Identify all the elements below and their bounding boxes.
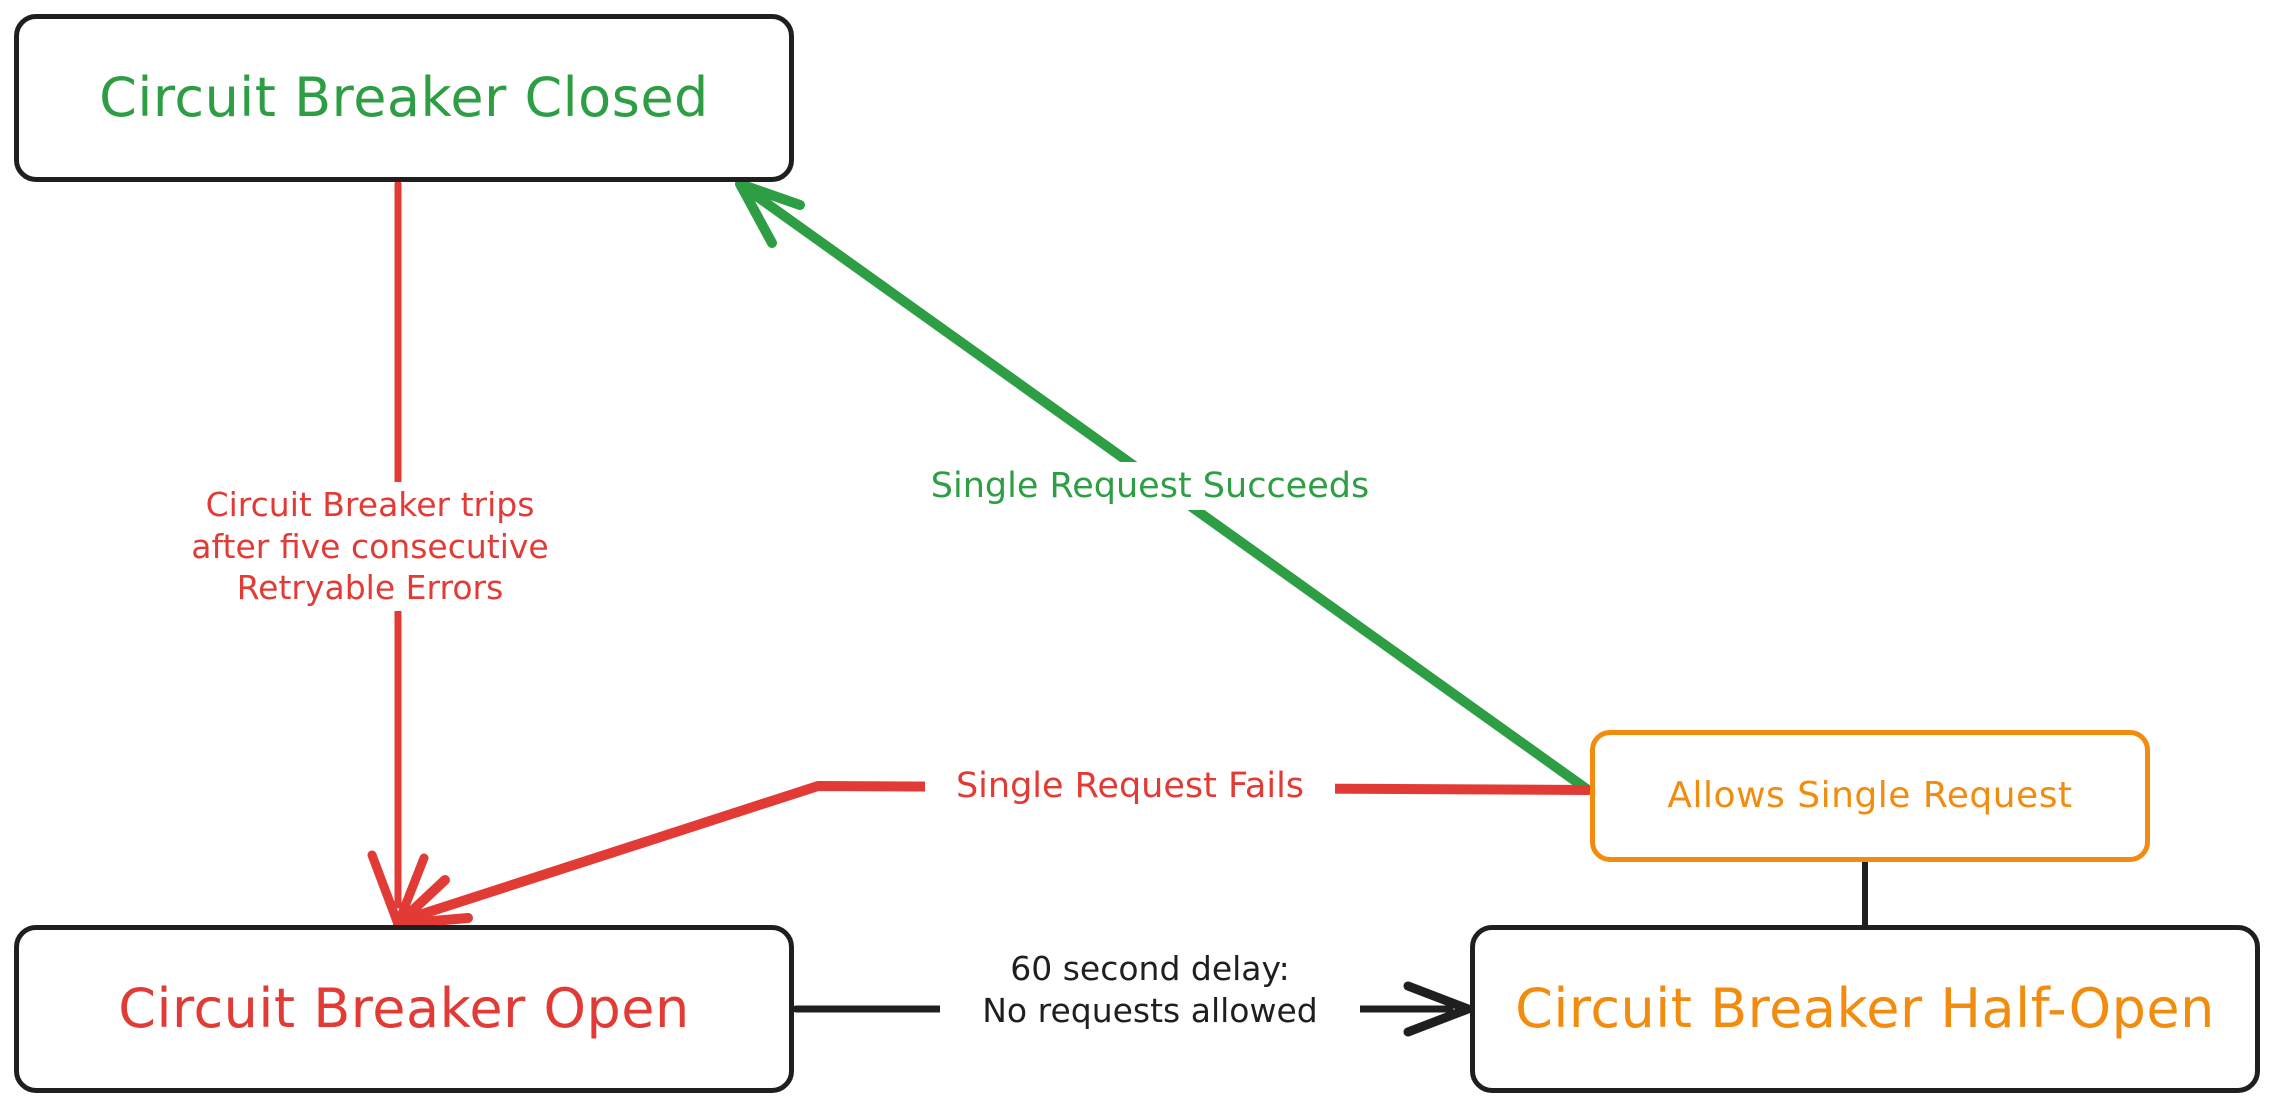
- edge-label-single-request-succeeds: Single Request Succeeds: [900, 462, 1400, 511]
- edge-label-trips: Circuit Breaker trips after five consecu…: [160, 482, 580, 611]
- node-circuit-breaker-closed-label: Circuit Breaker Closed: [99, 66, 709, 130]
- node-circuit-breaker-open[interactable]: Circuit Breaker Open: [14, 925, 794, 1093]
- node-circuit-breaker-open-label: Circuit Breaker Open: [118, 977, 690, 1041]
- edge-label-60-second-delay: 60 second delay: No requests allowed: [940, 946, 1360, 1034]
- node-allows-single-request[interactable]: Allows Single Request: [1590, 730, 2150, 862]
- node-circuit-breaker-closed[interactable]: Circuit Breaker Closed: [14, 14, 794, 182]
- edge-label-single-request-fails: Single Request Fails: [925, 762, 1335, 811]
- node-circuit-breaker-half-open-label: Circuit Breaker Half-Open: [1515, 977, 2215, 1041]
- node-circuit-breaker-half-open[interactable]: Circuit Breaker Half-Open: [1470, 925, 2260, 1093]
- node-allows-single-request-label: Allows Single Request: [1667, 775, 2073, 817]
